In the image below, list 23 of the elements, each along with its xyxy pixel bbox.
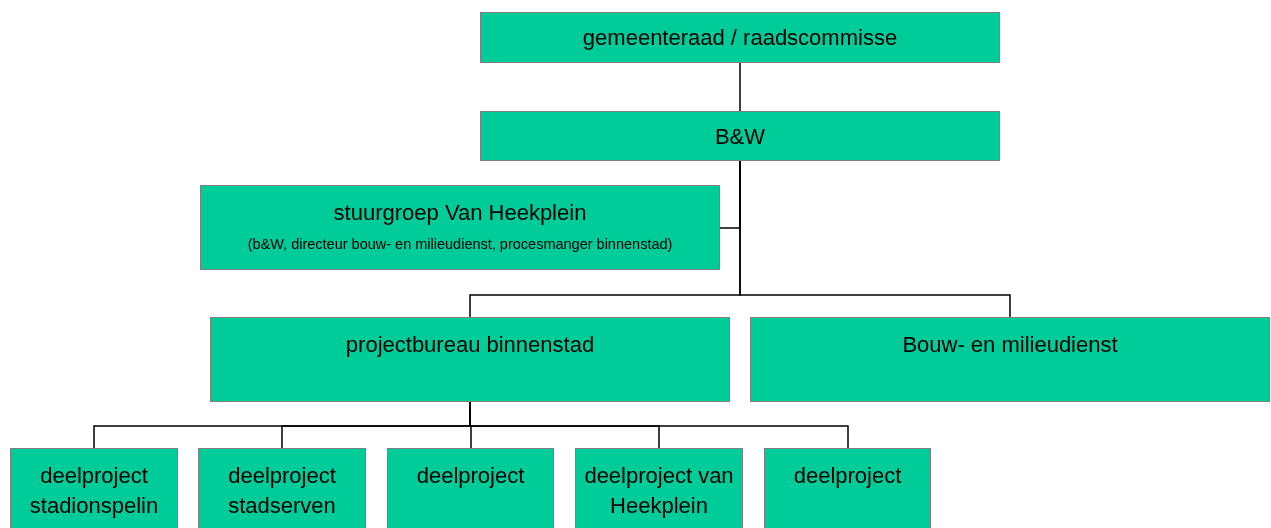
unit-name: deelproject stadserven [227, 462, 337, 520]
org-box [198, 448, 366, 528]
unit-name: Bouw- en milieudienst [902, 331, 1118, 359]
org-box [10, 448, 178, 528]
org-box [575, 448, 743, 528]
unit-name: B&W [714, 123, 766, 151]
org-box [750, 317, 1270, 402]
unit-name: deelproject [793, 462, 902, 490]
unit-name: deelproject stadionspelin [28, 462, 160, 520]
org-box [387, 448, 554, 528]
org-box [480, 12, 1000, 63]
unit-name: deelproject [416, 462, 525, 490]
member-note: (b&W, directeur bouw- en milieudienst, procesmanger binnenstad) [247, 235, 673, 254]
org-box [764, 448, 931, 528]
unit-name: deelproject van Heekplein [583, 462, 735, 520]
org-box [200, 185, 720, 270]
org-box [210, 317, 730, 402]
connector-line [739, 160, 1011, 318]
unit-name: gemeenteraad / raadscommisse [582, 24, 898, 52]
unit-name: projectbureau binnenstad [345, 331, 595, 359]
connector-line [739, 62, 741, 112]
unit-name: stuurgroep Van Heekplein [333, 199, 587, 227]
org-box [480, 111, 1000, 161]
